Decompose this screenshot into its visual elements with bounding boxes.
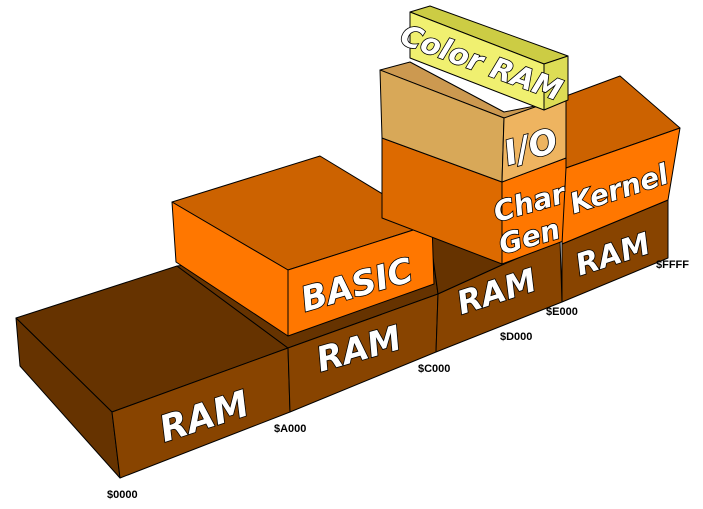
- kernel-front: [561, 127, 681, 245]
- address-e000: $E000: [546, 306, 578, 318]
- kernel-rom-block: [561, 75, 681, 245]
- color-ram-front: [543, 55, 569, 111]
- address-0000: $0000: [107, 489, 138, 501]
- basic-rom-block: [171, 155, 435, 337]
- ram-c000-front: [435, 239, 563, 353]
- io-block: [379, 61, 567, 183]
- address-d000: $D000: [500, 331, 532, 343]
- basic-front: [287, 223, 435, 337]
- ram-block-0000: [15, 265, 291, 479]
- address-c000: $C000: [418, 363, 450, 375]
- address-a000: $A000: [274, 423, 306, 435]
- char-gen-block: [381, 137, 567, 265]
- color-ram-block: [409, 5, 569, 111]
- address-ffff: $FFFF: [656, 259, 689, 271]
